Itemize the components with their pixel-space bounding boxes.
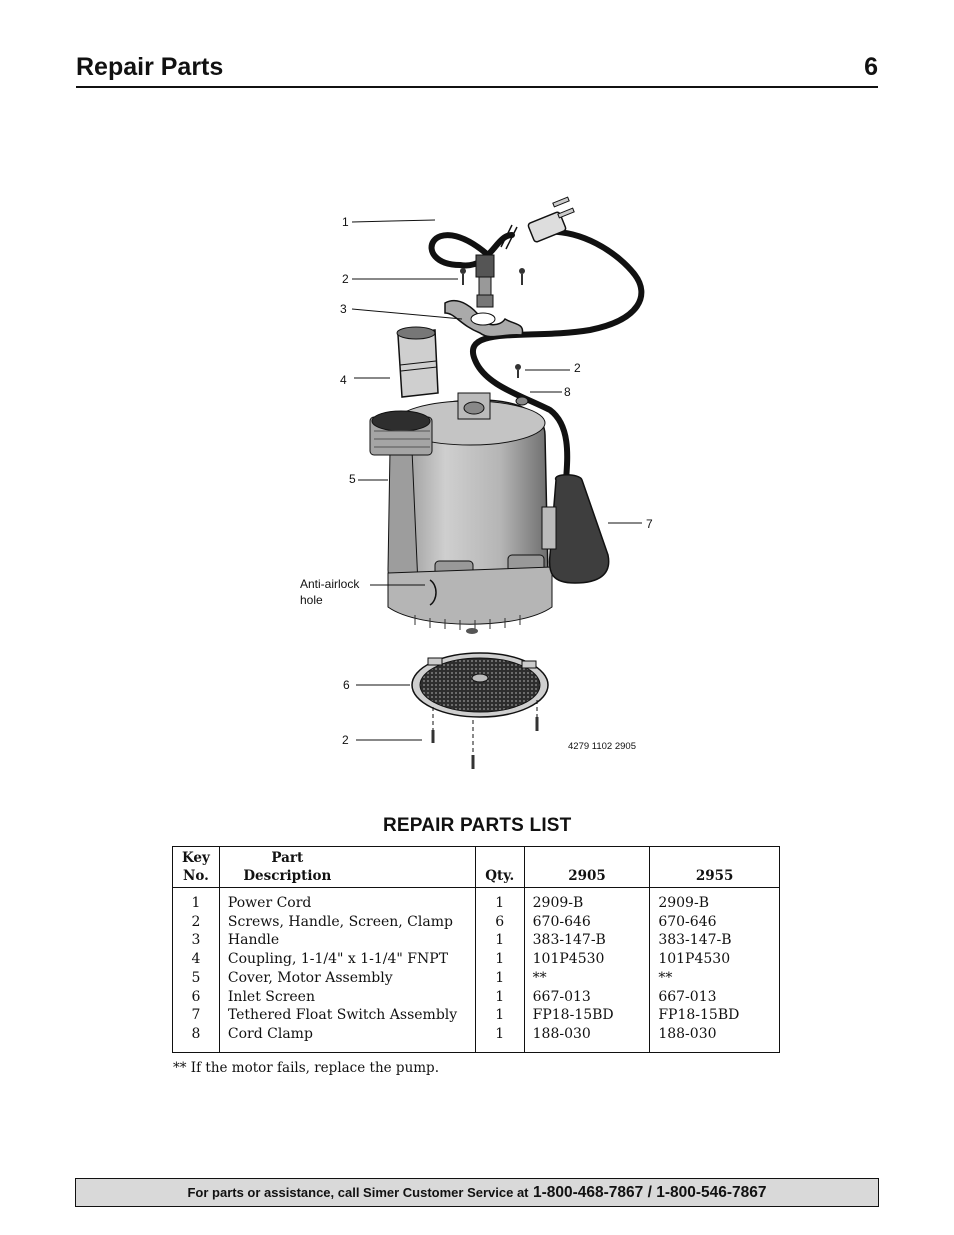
plug-icon — [527, 196, 575, 243]
float-switch — [541, 474, 610, 584]
header-description: Part Description — [219, 846, 476, 888]
table-row: 1 2 3 4 5 6 7 8 Power Cord Screws, Handl… — [172, 887, 780, 1053]
header-key: Key No. — [172, 846, 220, 888]
callout-3: 3 — [340, 302, 347, 316]
callout-8: 8 — [564, 385, 571, 399]
inlet-screen — [411, 652, 549, 718]
screw-icon — [460, 268, 466, 285]
callout-6: 6 — [343, 678, 350, 692]
callout-5: 5 — [349, 472, 356, 486]
callout-2: 2 — [342, 272, 349, 286]
header-model-2905: 2905 — [524, 846, 651, 888]
callout-2c: 2 — [342, 733, 349, 747]
footer-banner: For parts or assistance, call Simer Cust… — [75, 1178, 879, 1207]
anti-airlock-label-2: hole — [300, 593, 323, 607]
coupling — [396, 326, 439, 398]
page-number: 6 — [864, 53, 878, 81]
model-2905-column: 2909-B 670-646 383-147-B 101P4530 ** 667… — [524, 887, 651, 1053]
screw-icon — [519, 268, 525, 285]
header-model-2955: 2955 — [649, 846, 780, 888]
callout-7: 7 — [646, 517, 653, 531]
exploded-parts-diagram: 1 2 3 4 2 8 5 7 6 2 Anti-airlock hole 42… — [290, 195, 670, 785]
callout-4: 4 — [340, 373, 347, 387]
screw-icon — [515, 364, 521, 378]
parts-list-title: REPAIR PARTS LIST — [383, 815, 572, 836]
qty-column: 1 6 1 1 1 1 1 1 — [475, 887, 525, 1053]
model-2955-column: 2909-B 670-646 383-147-B 101P4530 ** 667… — [649, 887, 780, 1053]
drawing-number: 4279 1102 2905 — [568, 741, 636, 752]
callout-1: 1 — [342, 215, 349, 229]
description-column: Power Cord Screws, Handle, Screen, Clamp… — [219, 887, 476, 1053]
repair-parts-table: Key No. Part Description Qty. 2905 2955 … — [172, 846, 780, 1053]
page-title: Repair Parts — [76, 53, 224, 81]
pump-motor-cover — [369, 392, 553, 634]
footer-phone: 1-800-468-7867 / 1-800-546-7867 — [532, 1184, 767, 1201]
power-cord — [428, 232, 515, 269]
anti-airlock-label: Anti-airlock — [300, 577, 360, 591]
footnote: ** If the motor fails, replace the pump. — [173, 1060, 439, 1076]
key-column: 1 2 3 4 5 6 7 8 — [172, 887, 220, 1053]
page-header: Repair Parts 6 — [76, 52, 878, 88]
header-qty: Qty. — [475, 846, 525, 888]
callout-2b: 2 — [574, 361, 581, 375]
footer-text: For parts or assistance, call Simer Cust… — [187, 1185, 529, 1200]
